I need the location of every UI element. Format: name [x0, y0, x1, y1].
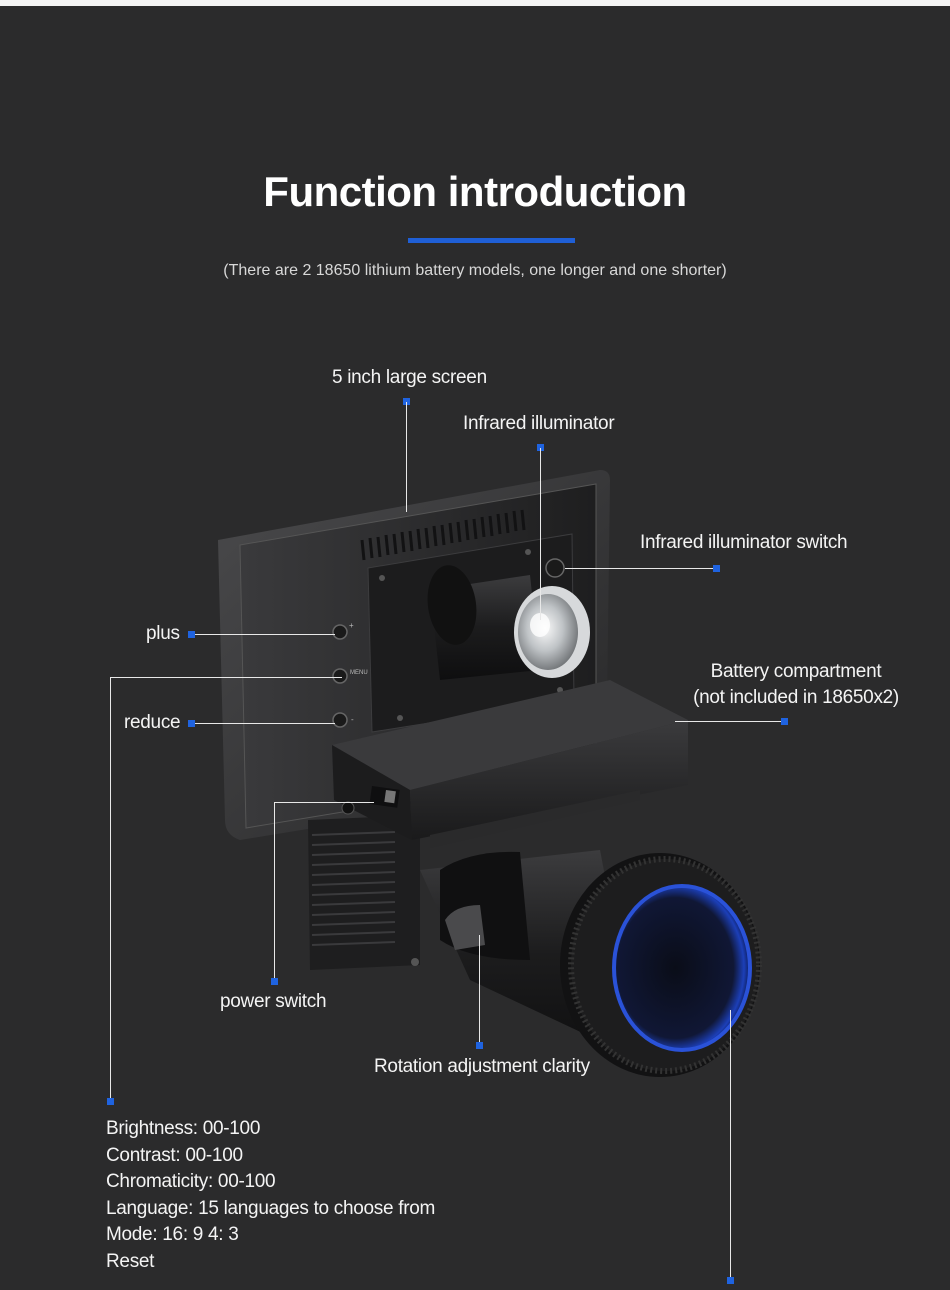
callout-dot-battery	[781, 718, 788, 725]
plus-marking: +	[349, 621, 354, 630]
page-title: Function introduction	[263, 168, 687, 215]
battery-box	[332, 680, 688, 848]
label-reduce: reduce	[124, 712, 181, 733]
callout-line-battery	[675, 721, 783, 722]
top-strip	[0, 0, 950, 6]
label-plus: plus	[146, 623, 180, 644]
label-rotation: Rotation adjustment clarity	[374, 1056, 590, 1077]
label-battery-line1: Battery compartment	[710, 661, 882, 682]
minus-marking: -	[351, 715, 354, 724]
callout-line-plus	[195, 634, 335, 635]
menu-specs: Brightness: 00-100 Contrast: 00-100 Chro…	[106, 1116, 435, 1275]
callout-line-rotation	[479, 935, 480, 1043]
callout-dot-lens	[727, 1277, 734, 1284]
ir-illuminator	[427, 558, 590, 680]
side-buttons: + MENU -	[332, 621, 368, 728]
spec-item: Language: 15 languages to choose from	[106, 1197, 436, 1219]
menu-marking: MENU	[350, 670, 368, 676]
lower-housing	[308, 815, 420, 970]
callout-line-menu-vertical	[110, 677, 111, 1102]
spec-item: Brightness: 00-100	[106, 1118, 261, 1139]
callout-dot-plus	[188, 631, 195, 638]
spec-item: Contrast: 00-100	[106, 1144, 243, 1166]
spec-item: Mode: 16: 9 4: 3	[106, 1224, 239, 1245]
main-lens	[420, 850, 762, 1077]
callout-line-lens	[730, 1010, 731, 1280]
callout-line-menu	[110, 677, 342, 678]
callout-dot-reduce	[188, 720, 195, 727]
label-battery-line2: (not included in 18650x2)	[693, 687, 899, 708]
label-screen: 5 inch large screen	[332, 367, 487, 388]
callout-dot-infrared	[537, 444, 544, 451]
spec-item: Chromaticity: 00-100	[106, 1171, 276, 1192]
callout-line-screen	[406, 402, 407, 512]
label-infrared-illuminator: Infrared illuminator	[463, 413, 615, 434]
title-underline	[408, 238, 575, 243]
callout-dot-rotation	[476, 1042, 483, 1049]
page-subtitle: (There are 2 18650 lithium battery model…	[223, 262, 727, 279]
callout-line-power-v	[274, 802, 275, 982]
callout-line-infrared	[540, 448, 541, 620]
callout-dot-power	[271, 978, 278, 985]
callout-line-infrared-switch	[565, 568, 715, 569]
callout-dot-screen	[403, 398, 410, 405]
callout-line-power-h	[274, 802, 374, 803]
spec-item: Reset	[106, 1250, 155, 1272]
label-power-switch: power switch	[220, 991, 327, 1012]
callout-line-reduce	[195, 723, 335, 724]
callout-dot-infrared-switch	[713, 565, 720, 572]
callout-dot-menu	[107, 1098, 114, 1105]
label-infrared-switch: Infrared illuminator switch	[640, 532, 848, 553]
